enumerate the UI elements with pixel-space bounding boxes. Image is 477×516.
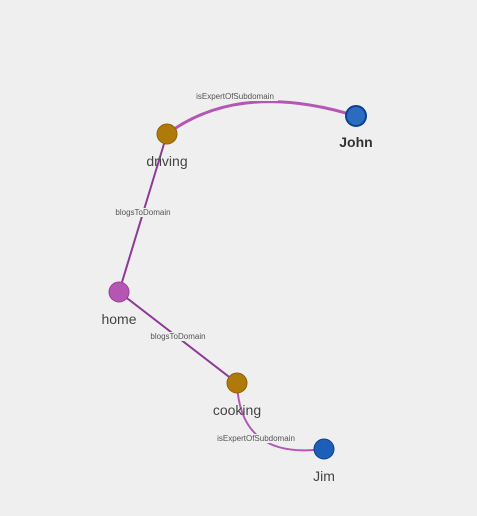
- edge-label-jim-cooking: isExpertOfSubdomain: [216, 434, 297, 443]
- edge-label-john-driving: isExpertOfSubdomain: [193, 92, 278, 101]
- node-circle[interactable]: [313, 438, 335, 460]
- node-cooking[interactable]: cooking: [213, 372, 261, 418]
- node-circle[interactable]: [226, 372, 248, 394]
- node-john[interactable]: John: [339, 105, 373, 150]
- node-driving[interactable]: driving: [146, 123, 188, 169]
- edge-label-text: blogsToDomain: [115, 208, 170, 217]
- edge-label-text: isExpertOfSubdomain: [217, 434, 295, 443]
- node-jim[interactable]: Jim: [313, 438, 335, 484]
- node-label: cooking: [213, 402, 261, 418]
- node-circle[interactable]: [345, 105, 367, 127]
- nodes-layer: John driving home cooking Jim: [101, 105, 373, 484]
- node-home[interactable]: home: [101, 281, 137, 327]
- edge-label-text: isExpertOfSubdomain: [196, 92, 274, 101]
- edge-john-driving[interactable]: [166, 100, 357, 136]
- edge-label-cooking-home: blogsToDomain: [149, 332, 207, 341]
- edge-labels-layer: isExpertOfSubdomain blogsToDomain blogsT…: [114, 92, 297, 443]
- node-label: John: [339, 134, 372, 150]
- node-circle[interactable]: [108, 281, 130, 303]
- edge-label-driving-home: blogsToDomain: [114, 208, 172, 217]
- node-label: home: [101, 311, 136, 327]
- node-label: driving: [146, 153, 187, 169]
- edge-label-text: blogsToDomain: [150, 332, 205, 341]
- node-circle[interactable]: [156, 123, 178, 145]
- node-label: Jim: [313, 468, 335, 484]
